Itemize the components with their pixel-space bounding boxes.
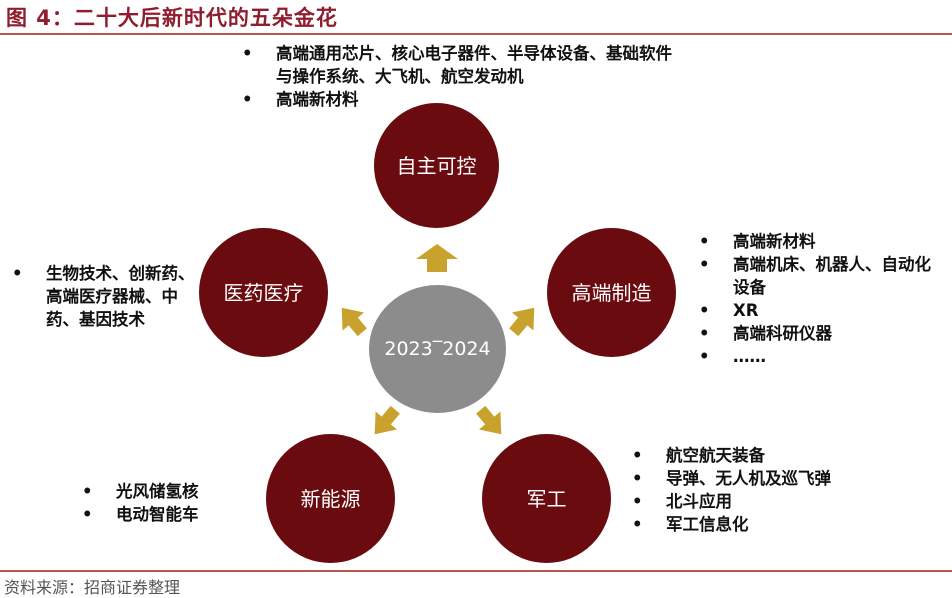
node-bottom-right: 军工 [482, 434, 611, 563]
list-item: 高端机床、机器人、自动化设备 [697, 253, 945, 299]
node-top: 自主可控 [374, 103, 499, 228]
node-top-label: 自主可控 [396, 153, 477, 178]
list-item: 高端新材料 [697, 230, 945, 253]
arrow-lower-left-icon [374, 405, 400, 435]
figure-title: 图 4：二十大后新时代的五朵金花 [6, 6, 338, 30]
node-left-label: 医药医疗 [223, 280, 304, 305]
arrow-lower-right-icon [476, 405, 502, 435]
arrow-up-icon [416, 244, 458, 272]
list-item: 高端通用芯片、核心电子器件、半导体设备、基础软件与操作系统、大飞机、航空发动机 [240, 42, 680, 88]
list-item: …… [697, 345, 945, 368]
list-item: 生物技术、创新药、高端医疗器械、中药、基因技术 [10, 262, 200, 331]
node-bottom-right-label: 军工 [526, 486, 567, 511]
bottom-right-bullets: 航空航天装备 导弹、无人机及巡飞弹 北斗应用 军工信息化 [630, 444, 920, 536]
center-node: 2023‾2024 [369, 285, 506, 413]
node-bottom-left: 新能源 [266, 434, 395, 563]
list-item: 北斗应用 [630, 490, 920, 513]
list-item: 导弹、无人机及巡飞弹 [630, 467, 920, 490]
top-divider [0, 33, 952, 35]
list-item: 航空航天装备 [630, 444, 920, 467]
top-bullets: 高端通用芯片、核心电子器件、半导体设备、基础软件与操作系统、大飞机、航空发动机 … [240, 42, 680, 111]
bottom-left-bullets: 光风储氢核 电动智能车 [80, 480, 270, 526]
node-right: 高端制造 [547, 228, 676, 357]
list-item: XR [697, 299, 945, 322]
list-item: 光风储氢核 [80, 480, 270, 503]
node-bottom-left-label: 新能源 [300, 486, 361, 511]
list-item: 高端科研仪器 [697, 322, 945, 345]
node-left: 医药医疗 [199, 228, 328, 357]
left-bullets: 生物技术、创新药、高端医疗器械、中药、基因技术 [10, 262, 200, 331]
center-label: 2023‾2024 [384, 338, 491, 360]
arrow-upper-right-icon [509, 307, 535, 337]
list-item: 电动智能车 [80, 503, 270, 526]
list-item: 军工信息化 [630, 513, 920, 536]
node-right-label: 高端制造 [571, 280, 652, 305]
bottom-divider [0, 570, 952, 572]
source-note: 资料来源：招商证券整理 [4, 578, 181, 597]
arrow-upper-left-icon [341, 307, 367, 337]
list-item: 高端新材料 [240, 88, 680, 111]
right-bullets: 高端新材料 高端机床、机器人、自动化设备 XR 高端科研仪器 …… [697, 230, 945, 368]
